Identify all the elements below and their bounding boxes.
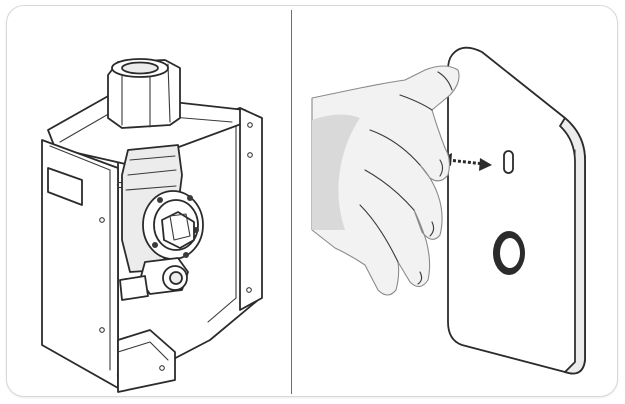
pipe-union-nut [107, 58, 181, 129]
sensor-slot-window [503, 150, 514, 174]
flush-button-ring [493, 231, 525, 275]
valve-box-bottom-bracket [117, 329, 176, 393]
sensor-cover-plate [447, 46, 586, 375]
valve-body [121, 144, 204, 273]
valve-lower-outlet [119, 257, 189, 301]
hand-illustration [311, 65, 460, 296]
valve-box-right-rim [239, 107, 263, 311]
panel-divider [291, 10, 293, 394]
